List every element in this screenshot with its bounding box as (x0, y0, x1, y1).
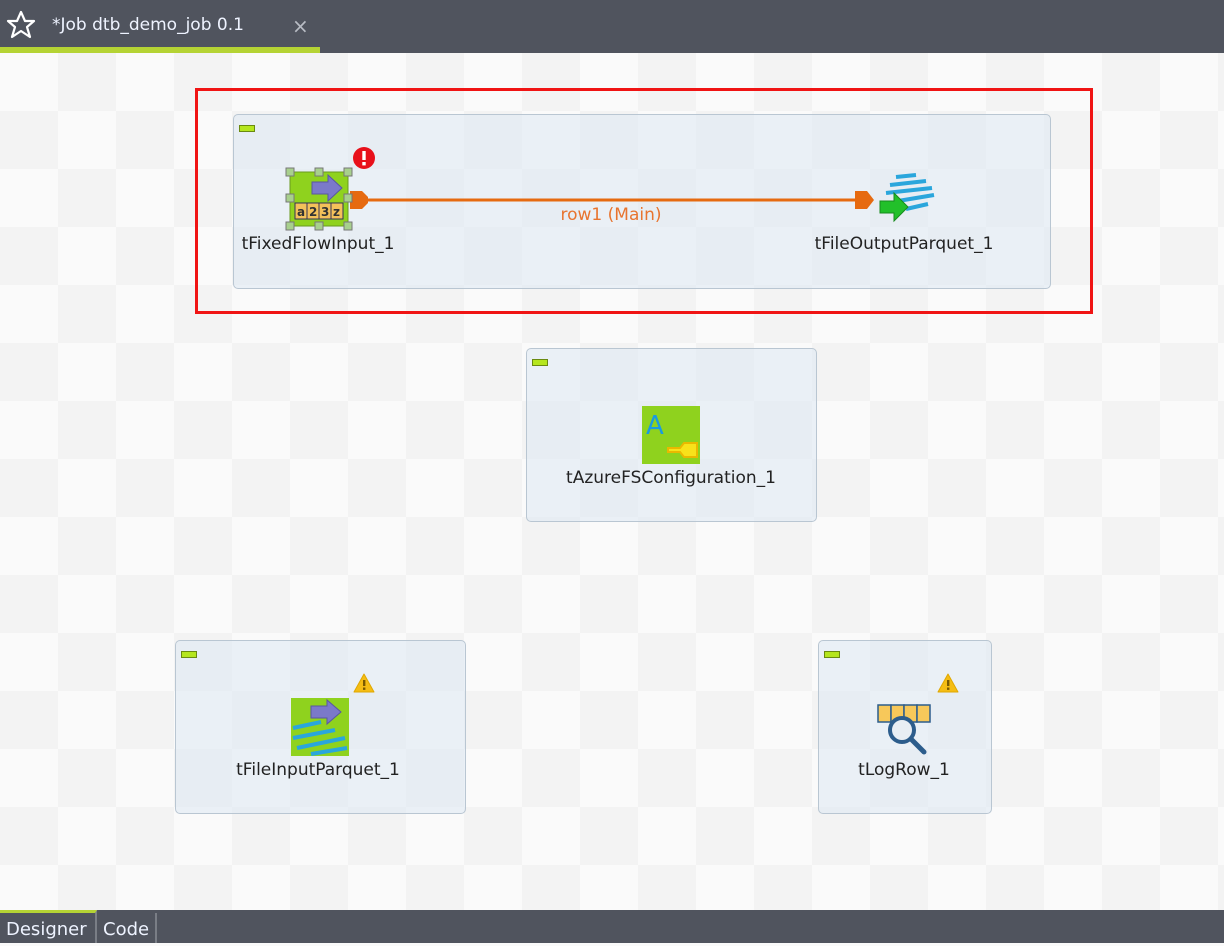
designer-canvas[interactable]: row1 (Main) a 2 3 z tFixedFlowInput_1 tF… (0, 53, 1224, 910)
connector-end (855, 191, 874, 209)
svg-text:3: 3 (321, 205, 329, 219)
warning-icon[interactable] (937, 673, 959, 693)
tfileoutputparquet-icon[interactable] (876, 171, 938, 229)
tfixedflowinput-label: tFixedFlowInput_1 (241, 234, 395, 254)
tab-code[interactable]: Code (97, 913, 158, 943)
error-icon[interactable] (352, 146, 376, 170)
svg-text:a: a (297, 205, 305, 219)
svg-text:2: 2 (309, 205, 317, 219)
tab-title: *Job dtb_demo_job 0.1 (52, 15, 244, 35)
highlight-rectangle (195, 88, 1093, 314)
tfileoutputparquet-label: tFileOutputParquet_1 (814, 234, 994, 254)
tfileinputparquet-icon[interactable] (291, 698, 349, 756)
star-icon (6, 10, 36, 39)
connector-start (350, 191, 368, 209)
tfixedflowinput-icon[interactable]: a 2 3 z (284, 166, 354, 232)
tab-designer[interactable]: Designer (0, 910, 97, 943)
collapse-toggle[interactable] (532, 359, 548, 366)
tab-job[interactable]: *Job dtb_demo_job 0.1 × (0, 0, 320, 53)
active-tab-indicator (0, 47, 320, 53)
svg-text:A: A (646, 411, 664, 441)
connection-label[interactable]: row1 (Main) (560, 205, 662, 225)
editor-bottom-tabs: Designer Code (0, 910, 1224, 943)
editor-tab-bar: *Job dtb_demo_job 0.1 × (0, 0, 1224, 53)
svg-text:z: z (333, 205, 340, 219)
collapse-toggle[interactable] (824, 651, 840, 658)
collapse-toggle[interactable] (239, 125, 255, 132)
collapse-toggle[interactable] (181, 651, 197, 658)
tazurefsconfiguration-icon[interactable]: A (642, 406, 700, 464)
tfileinputparquet-label: tFileInputParquet_1 (236, 760, 400, 780)
close-icon[interactable]: × (292, 14, 309, 38)
tazurefsconfiguration-label: tAzureFSConfiguration_1 (566, 468, 776, 488)
warning-icon[interactable] (353, 673, 375, 693)
tlogrow-label: tLogRow_1 (858, 760, 950, 780)
row-connection[interactable] (345, 188, 885, 218)
tlogrow-icon[interactable] (876, 703, 934, 757)
